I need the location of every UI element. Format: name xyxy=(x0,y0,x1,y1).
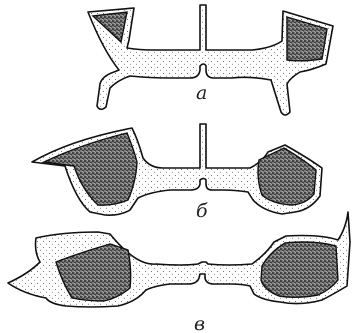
figure-b-right-sinus xyxy=(258,148,316,205)
figure-b-left-sinus xyxy=(44,133,137,205)
figure-a-label: а xyxy=(196,82,207,104)
figure-b: б xyxy=(32,124,322,222)
figure-b-label: б xyxy=(196,200,208,222)
figure-c: в xyxy=(8,212,350,333)
figure-a: а xyxy=(88,5,333,115)
figure-c-label: в xyxy=(194,313,205,333)
